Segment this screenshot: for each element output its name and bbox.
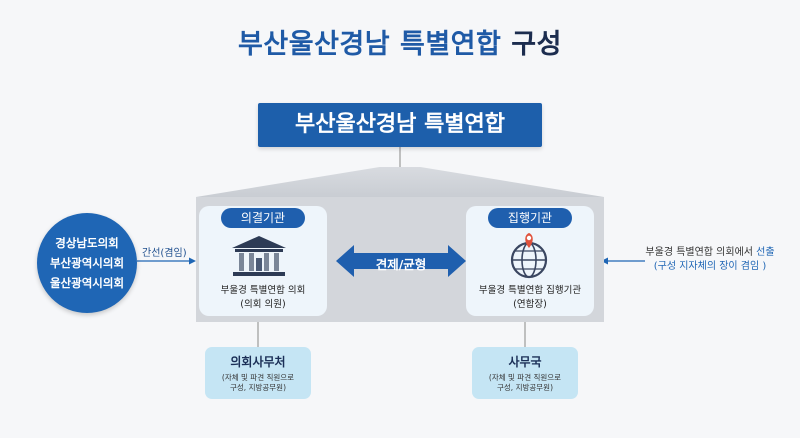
note-line1: 부울경 특별연합 의회에서 — [645, 247, 757, 258]
council-name: 부울경 특별연합 의회 — [220, 285, 306, 296]
secretariat-desc1: (자체 및 파견 직원으로 — [488, 373, 562, 382]
right-arrow-head — [601, 257, 608, 265]
check-balance-label: 견제/균형 — [375, 257, 427, 272]
executive-selection-note: 부울경 특별연합 의회에서 선출 (구성 지자체의 장이 겸임 ) — [620, 246, 800, 274]
indirect-election-label: 간선(겸임) — [142, 248, 187, 259]
council-office-box: 의회사무처 (자체 및 파견 직원으로 구성, 지방공무원) — [205, 347, 311, 399]
left-arrow-head — [189, 257, 196, 265]
page-title: 부산울산경남 특별연합 구성 — [0, 22, 800, 61]
council-office-title: 의회사무처 — [230, 355, 286, 369]
secretariat-title: 사무국 — [508, 355, 542, 369]
government-building-icon — [232, 236, 286, 276]
globe-location-icon — [510, 233, 548, 279]
union-main-box: 부산울산경남 특별연합 — [258, 103, 542, 147]
member-council-2: 부산광역시의회 — [49, 256, 125, 270]
executive-sub: (연합장) — [513, 299, 547, 310]
council-office-desc2: 구성, 지방공무원) — [230, 383, 286, 392]
page-title-suffix: 구성 — [511, 29, 562, 60]
double-arrow-icon — [336, 245, 466, 277]
council-pill: 의결기관 — [221, 208, 305, 228]
council-office-desc1: (자체 및 파견 직원으로 — [221, 373, 295, 382]
member-councils-circle: 경상남도의회 부산광역시의회 울산광역시의회 — [37, 213, 137, 313]
secretariat-desc2: 구성, 지방공무원) — [497, 383, 553, 392]
member-council-3: 울산광역시의회 — [49, 276, 125, 290]
note-line2: (구성 지자체의 장이 겸임 ) — [653, 261, 767, 272]
executive-name: 부울경 특별연합 집행기관 — [478, 285, 582, 296]
secretariat-box: 사무국 (자체 및 파견 직원으로 구성, 지방공무원) — [472, 347, 578, 399]
member-council-1: 경상남도의회 — [55, 236, 119, 250]
council-sub: (의회 의원) — [240, 299, 286, 310]
page-title-main: 부산울산경남 특별연합 — [238, 29, 502, 60]
executive-pill: 집행기관 — [488, 208, 572, 228]
note-highlight: 선출 — [756, 247, 775, 258]
